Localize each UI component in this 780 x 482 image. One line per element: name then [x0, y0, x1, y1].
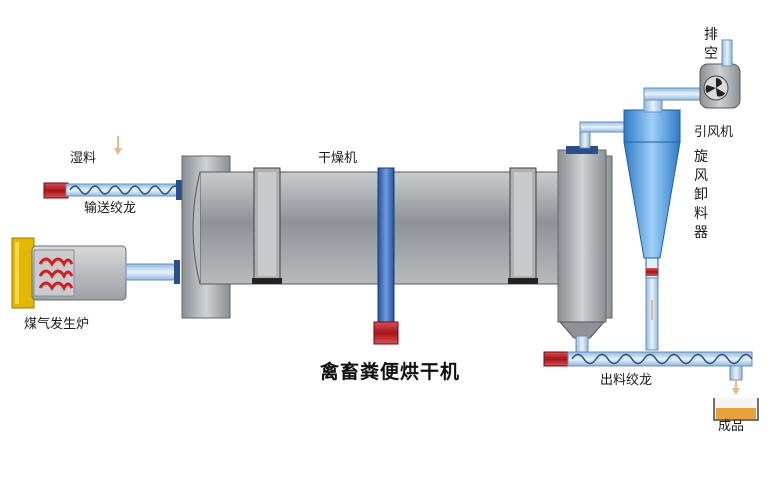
gas-generator-furnace	[11, 237, 180, 309]
exhaust-label: 排空	[704, 27, 718, 62]
feed-motor	[43, 182, 69, 199]
rotary-drum-dryer	[181, 155, 613, 319]
drive-motor	[373, 321, 399, 345]
wet-material-arrow	[114, 136, 122, 155]
product-label: 成品	[718, 419, 745, 434]
discharge-hood	[557, 146, 607, 355]
gas-generator-label: 煤气发生炉	[24, 317, 90, 332]
cyclone-discharger-label: 旋风卸料器	[694, 149, 708, 241]
wet-material-label: 湿料	[70, 151, 97, 166]
induced-fan-label: 引风机	[694, 125, 734, 140]
conveyor-screw-label: 输送绞龙	[84, 201, 137, 216]
fan-icon	[705, 78, 725, 97]
dryer-label: 干燥机	[318, 151, 358, 166]
discharge-screw-conveyor	[543, 351, 753, 395]
air-duct	[579, 121, 625, 149]
drive-column	[373, 167, 399, 345]
product-bin	[713, 398, 759, 421]
feed-screw-conveyor	[43, 180, 182, 200]
flame-icon	[38, 269, 74, 280]
discharge-screw-label: 出料绞龙	[600, 373, 653, 388]
diagram-title: 禽畜粪便烘干机	[320, 361, 461, 383]
cyclone-separator	[623, 87, 707, 351]
induced-draft-fan	[699, 39, 741, 109]
